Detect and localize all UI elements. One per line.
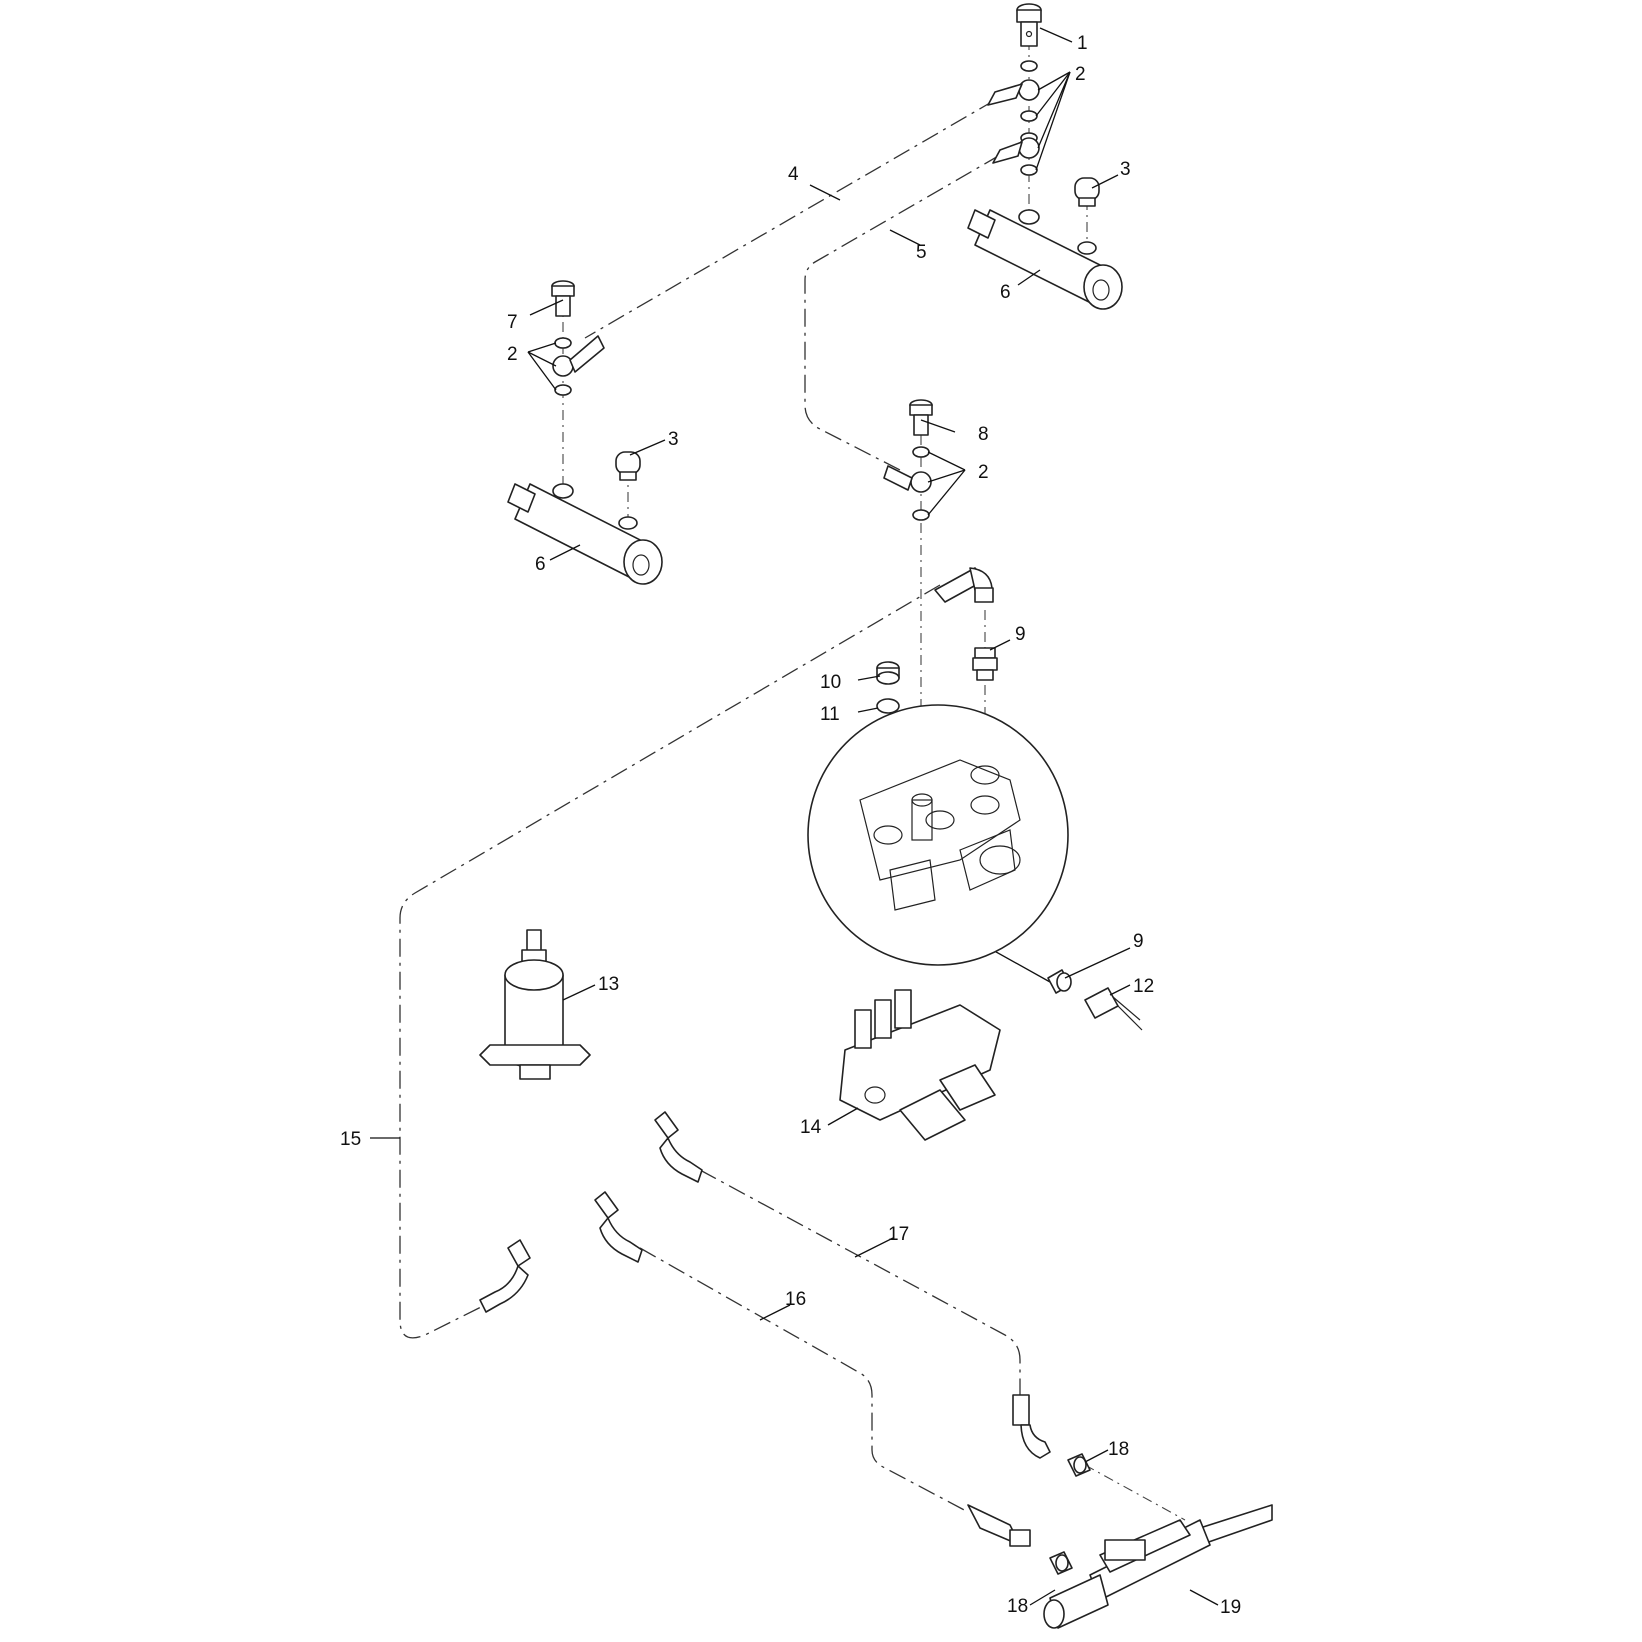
plug-10 — [876, 661, 900, 685]
callout-6-top: 6 — [1000, 282, 1011, 303]
adapter-18-lower — [1049, 1551, 1073, 1575]
callout-18-lower: 18 — [1007, 1596, 1028, 1617]
banjo-bolt-7 — [551, 280, 575, 317]
callout-14: 14 — [800, 1117, 822, 1138]
adapter-9-top — [972, 647, 998, 681]
banjo-fitting-left — [552, 335, 605, 377]
valve-detail-view — [807, 704, 1069, 966]
callout-leaders — [370, 27, 1219, 1606]
hose-17 — [699, 1169, 1021, 1395]
elbow-fitting-15-top — [934, 567, 994, 603]
callout-labels: 1 2 3 4 5 6 7 2 3 8 2 6 9 10 11 9 12 13 … — [340, 33, 1241, 1618]
callout-18-upper: 18 — [1108, 1439, 1129, 1460]
cylinder-6-left — [507, 483, 663, 585]
banjo-bolt-1 — [1016, 3, 1042, 47]
elbow-fitting-16 — [594, 1191, 643, 1263]
callout-3-left: 3 — [668, 429, 679, 450]
motor-13 — [479, 929, 591, 1080]
control-valve-14 — [839, 989, 1001, 1141]
callout-19: 19 — [1220, 1597, 1241, 1618]
callout-3-top: 3 — [1120, 159, 1131, 180]
cylinder-6-top — [967, 209, 1123, 310]
callout-8: 8 — [978, 424, 989, 445]
callout-15: 15 — [340, 1129, 361, 1150]
hose-16 — [639, 1247, 969, 1513]
callout-11: 11 — [820, 704, 840, 725]
callout-2-left: 2 — [507, 344, 518, 365]
callout-9-top: 9 — [1015, 624, 1026, 645]
cylinder-19 — [1043, 1504, 1273, 1629]
callout-9-side: 9 — [1133, 931, 1144, 952]
hose-16-end-fitting — [967, 1504, 1031, 1547]
banjo-fittings-top — [987, 79, 1040, 164]
elbow-fitting-17 — [654, 1111, 703, 1183]
hoses — [399, 99, 1021, 1513]
callout-1: 1 — [1077, 33, 1088, 54]
hose-end-12 — [1084, 987, 1143, 1031]
callout-4: 4 — [788, 164, 799, 185]
adapter-9-side — [1047, 969, 1072, 994]
callout-17: 17 — [888, 1224, 909, 1245]
callout-5: 5 — [916, 242, 927, 263]
banjo-bolt-8 — [909, 399, 933, 436]
hose-5 — [804, 154, 1001, 471]
cap-3-left — [615, 451, 641, 481]
cap-3-top — [1074, 177, 1100, 207]
callout-16: 16 — [785, 1289, 806, 1310]
banjo-fitting-center — [883, 465, 932, 493]
callout-13: 13 — [598, 974, 619, 995]
callout-12: 12 — [1133, 976, 1154, 997]
callout-6-left: 6 — [535, 554, 546, 575]
seal-11 — [876, 698, 900, 714]
elbow-fitting-15-bottom — [479, 1239, 531, 1313]
hose-15 — [399, 584, 941, 1339]
callout-2-center: 2 — [978, 462, 989, 483]
callout-7: 7 — [507, 312, 518, 333]
o-rings-2-center — [912, 446, 930, 521]
callout-2-top: 2 — [1075, 64, 1086, 85]
callout-10: 10 — [820, 672, 841, 693]
hose-4 — [584, 99, 996, 339]
hose-17-end-fitting — [1012, 1394, 1051, 1459]
adapter-18-upper — [1067, 1453, 1091, 1477]
